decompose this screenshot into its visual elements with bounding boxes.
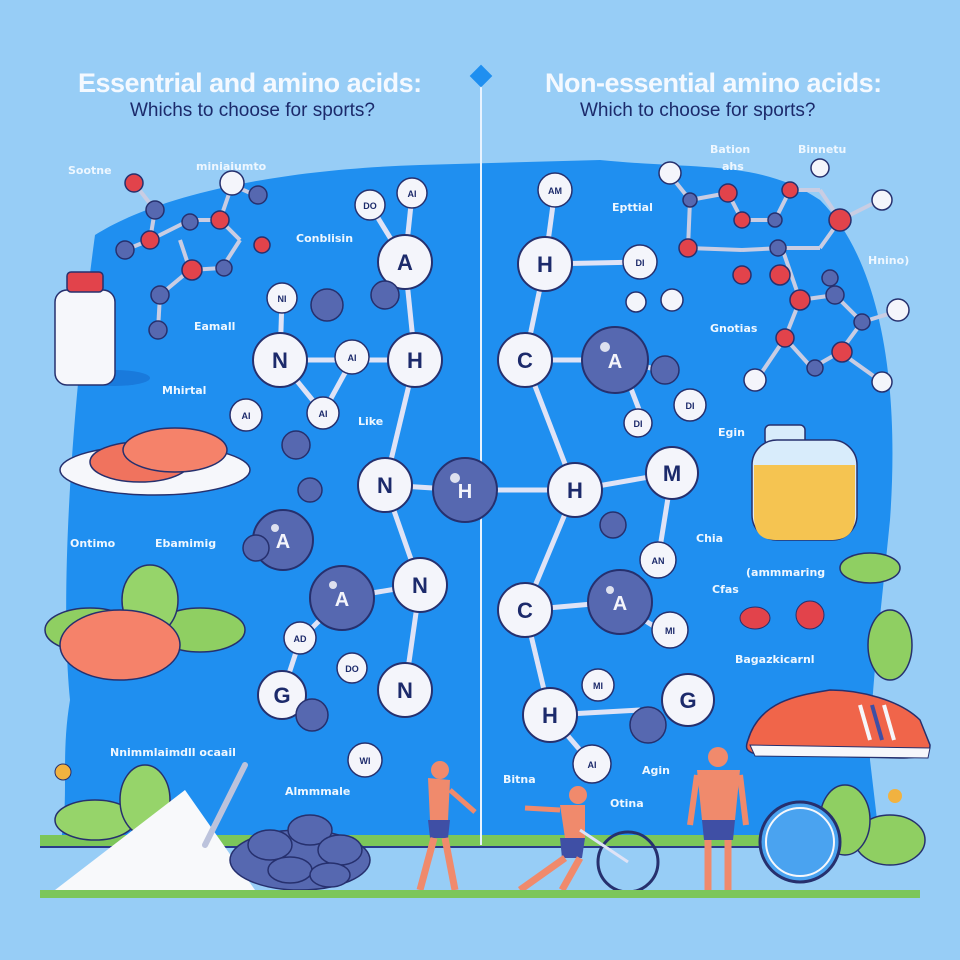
label: Bation (710, 143, 751, 156)
supplement-bottle-icon (54, 271, 150, 386)
svg-text:A: A (276, 531, 290, 553)
label: miniaiumto (196, 160, 267, 173)
svg-text:H: H (542, 703, 558, 728)
red-pill-icon (739, 606, 771, 630)
svg-text:H: H (458, 481, 472, 503)
powder-pile-icon (54, 762, 255, 890)
svg-text:N: N (412, 573, 428, 598)
label: Agin (642, 764, 670, 777)
salmon-plate-icon (59, 427, 251, 496)
label: Like (358, 415, 384, 428)
label: ahs (722, 160, 744, 173)
svg-text:DI: DI (686, 401, 695, 411)
svg-text:WI: WI (360, 756, 371, 766)
svg-text:M: M (663, 461, 681, 486)
svg-text:N: N (397, 678, 413, 703)
svg-text:AD: AD (294, 634, 307, 644)
svg-text:N: N (377, 473, 393, 498)
label: Cfas (712, 583, 739, 596)
label: Bitna (503, 773, 536, 786)
label: Egin (718, 426, 745, 439)
left-title: Essentrial and amino acids: (78, 68, 422, 98)
svg-text:DI: DI (634, 419, 643, 429)
svg-text:C: C (517, 598, 533, 623)
blueberry-pile-icon (229, 814, 371, 891)
leaf-icon (839, 552, 901, 584)
label: Nnimmlaimdll ocaail (110, 746, 236, 759)
label: Mhirtal (162, 384, 207, 397)
runner-figure-icon (416, 761, 477, 891)
svg-text:H: H (567, 478, 583, 503)
svg-text:AN: AN (652, 556, 665, 566)
svg-text:DO: DO (363, 201, 377, 211)
svg-text:C: C (517, 348, 533, 373)
svg-text:N: N (272, 348, 288, 373)
svg-text:AI: AI (588, 760, 597, 770)
label: Bagazkicarnl (735, 653, 815, 666)
svg-text:A: A (613, 593, 627, 615)
label: Hnino) (868, 254, 910, 267)
svg-text:AI: AI (348, 353, 357, 363)
svg-text:H: H (537, 252, 553, 277)
label: Otina (610, 797, 644, 810)
svg-text:H: H (407, 348, 423, 373)
svg-text:AI: AI (242, 411, 251, 421)
left-subtitle: Whichs to choose for sports? (130, 100, 375, 121)
salmon-leaves-icon (44, 564, 246, 681)
svg-text:MI: MI (593, 681, 603, 691)
standing-athlete-icon (687, 747, 749, 890)
svg-text:AI: AI (408, 189, 417, 199)
sneaker-icon (745, 689, 931, 759)
label: Ontimo (70, 537, 116, 550)
right-title: Non-essential amino acids: (545, 68, 882, 98)
svg-text:DO: DO (345, 664, 359, 674)
svg-text:A: A (335, 589, 349, 611)
label: Ebamimig (155, 537, 217, 550)
label: (ammmaring (746, 566, 826, 579)
svg-text:AI: AI (319, 409, 328, 419)
label: Chia (696, 532, 724, 545)
label: Conblisin (296, 232, 354, 245)
svg-text:A: A (608, 351, 622, 373)
svg-text:A: A (397, 250, 413, 275)
svg-text:G: G (679, 688, 696, 713)
right-subtitle: Which to choose for sports? (580, 100, 816, 121)
label: Epttial (612, 201, 653, 214)
wheel-leaves-icon (758, 784, 926, 884)
label: Binnetu (798, 143, 847, 156)
label: Eamall (194, 320, 236, 333)
svg-text:AM: AM (548, 186, 562, 196)
label: Gnotias (710, 322, 758, 335)
label: Sootne (68, 164, 112, 177)
label: Almmmale (285, 785, 351, 798)
svg-text:G: G (273, 683, 290, 708)
juice-jar-icon (751, 424, 858, 541)
svg-text:DI: DI (636, 258, 645, 268)
svg-text:NI: NI (278, 294, 287, 304)
svg-text:MI: MI (665, 626, 675, 636)
